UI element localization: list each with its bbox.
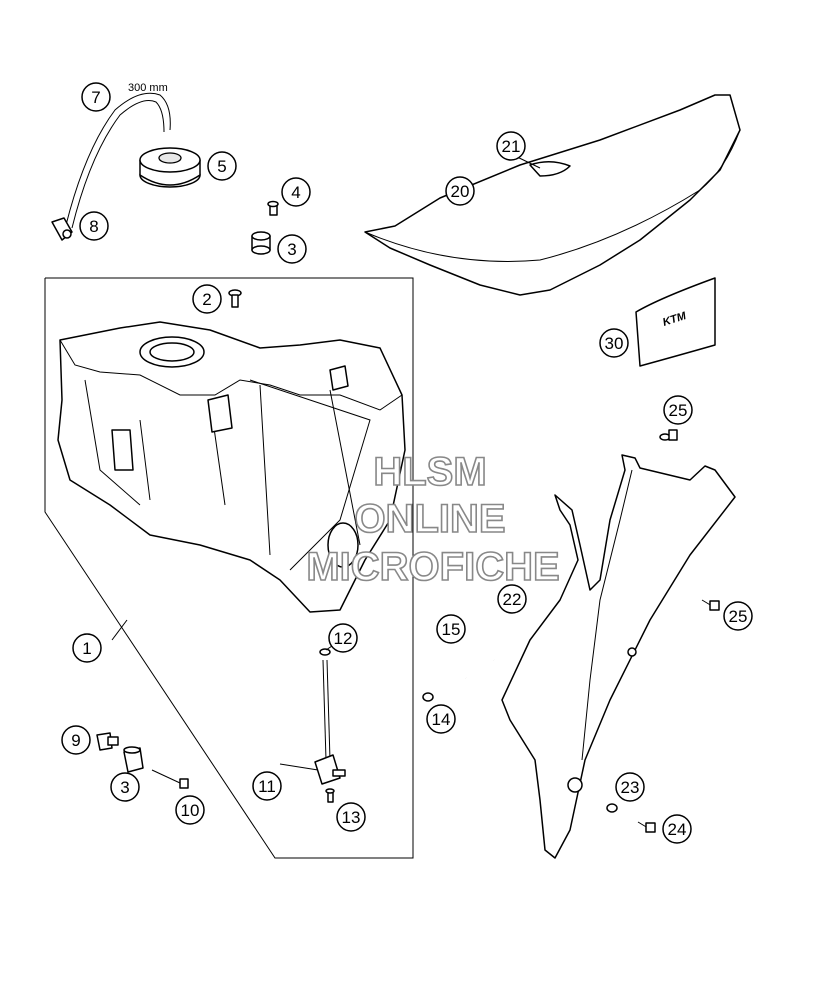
watermark-line-2: ONLINE [354, 497, 505, 541]
breather-hose[interactable] [65, 92, 171, 229]
callout-label: 3 [287, 240, 296, 259]
callout-label: 21 [502, 137, 521, 156]
watermark-line-1: HLSM [373, 450, 486, 494]
fuel-hose-bend[interactable] [461, 638, 497, 679]
screw-25-top[interactable] [659, 429, 678, 441]
callout-8: 8 [79, 211, 109, 241]
callout-label: 14 [432, 710, 451, 729]
callout-label: 9 [71, 731, 80, 750]
watermark-line-3: MICROFICHE [306, 545, 559, 589]
callout-label: 13 [342, 808, 361, 827]
callout-15: 15 [436, 614, 466, 644]
callout-label: 25 [729, 607, 748, 626]
callout-23: 23 [615, 772, 645, 802]
tank-group-outline [44, 277, 414, 859]
callout-label: 22 [503, 590, 522, 609]
callout-7: 7 [81, 82, 111, 112]
callout-13: 13 [336, 802, 366, 832]
seat-decal[interactable]: KTM [635, 277, 716, 367]
callout-12: 12 [328, 623, 358, 653]
callout-label: 7 [91, 88, 100, 107]
rubber-bush-3-bottom[interactable] [123, 746, 144, 773]
callout-25-side: 25 [723, 601, 753, 631]
rubber-bush-3-top[interactable] [251, 231, 271, 255]
screw-2[interactable] [228, 289, 242, 308]
callout-label: 24 [668, 820, 687, 839]
callout-5: 5 [207, 151, 237, 181]
callout-label: 11 [258, 777, 276, 796]
watermark: HLSM ONLINE MICROFICHE [306, 449, 561, 590]
callout-4: 4 [281, 177, 311, 207]
fuel-cap[interactable] [139, 147, 201, 188]
callout-label: 8 [89, 217, 98, 236]
callout-22: 22 [497, 584, 527, 614]
callout-2: 2 [192, 284, 222, 314]
bolt-24[interactable] [637, 821, 656, 833]
callout-9: 9 [61, 725, 91, 755]
callout-label: 25 [669, 401, 688, 420]
callout-10: 10 [175, 795, 205, 825]
seat[interactable] [364, 94, 741, 296]
callout-label: 5 [217, 157, 226, 176]
callout-20: 20 [445, 176, 475, 206]
callout-14: 14 [426, 704, 456, 734]
callout-label: 12 [334, 629, 353, 648]
callout-label: 10 [181, 801, 200, 820]
callout-label: 3 [120, 778, 129, 797]
callout-11: 11 [252, 771, 282, 801]
callout-30: 30 [599, 328, 629, 358]
screw-9[interactable] [96, 732, 119, 751]
callout-label: 23 [621, 778, 640, 797]
fuel-tap-screw[interactable] [325, 788, 335, 803]
screw-25-side[interactable] [701, 599, 720, 611]
callout-label: 30 [605, 334, 624, 353]
callout-label: 2 [202, 290, 211, 309]
side-cover[interactable] [501, 454, 736, 859]
callout-3-bottom: 3 [110, 772, 140, 802]
hose-clip[interactable] [422, 692, 434, 702]
callout-label: 15 [442, 620, 461, 639]
screw-4[interactable] [267, 200, 279, 216]
callout-24: 24 [662, 814, 692, 844]
fuel-tap[interactable] [314, 648, 346, 785]
bolt-10[interactable] [151, 769, 189, 789]
callout-21: 21 [496, 131, 526, 161]
hose-fitting[interactable] [51, 217, 73, 241]
fuel-tank[interactable] [57, 321, 406, 613]
callout-label: 4 [291, 183, 300, 202]
hose-length-label: 300 mm [128, 82, 168, 94]
callout-25-top: 25 [663, 395, 693, 425]
callout-3-top: 3 [277, 234, 307, 264]
callout-label: 1 [82, 639, 91, 658]
callout-1: 1 [72, 633, 102, 663]
washer-23[interactable] [606, 803, 618, 813]
callout-label: 20 [451, 182, 470, 201]
